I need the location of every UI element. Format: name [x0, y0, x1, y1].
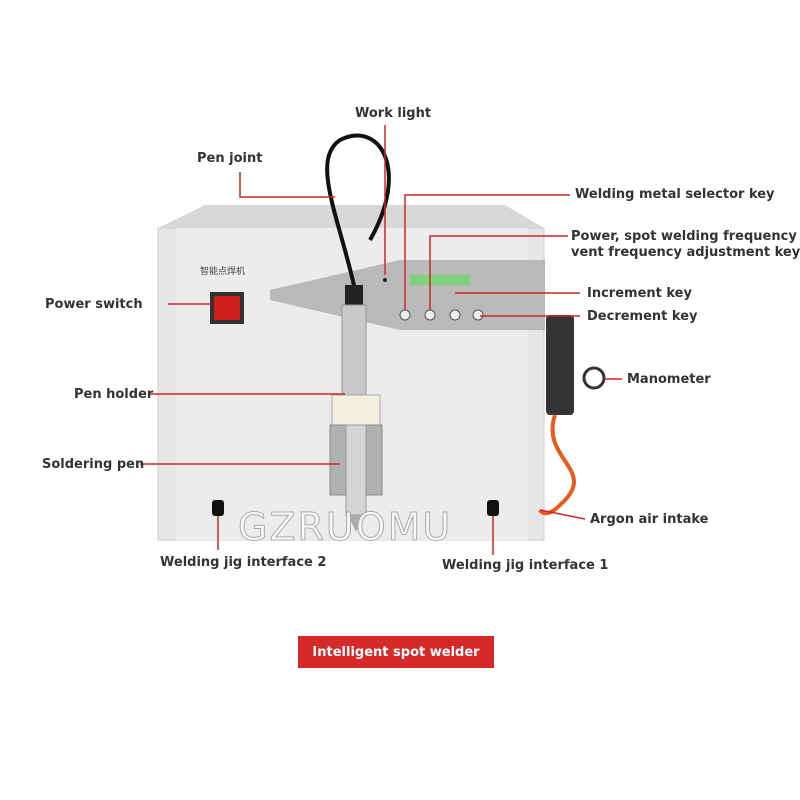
- label-jig1: Welding jig interface 1: [442, 558, 609, 573]
- label-selector-key: Welding metal selector key: [575, 187, 775, 202]
- jig-interface-2: [212, 500, 224, 516]
- jig-interface-1: [487, 500, 499, 516]
- machine-top: [158, 205, 544, 228]
- work-light: [383, 278, 387, 282]
- label-work-light: Work light: [355, 106, 432, 121]
- increment-button: [449, 309, 461, 321]
- label-pen-joint: Pen joint: [197, 151, 263, 166]
- lcd-display: [410, 275, 470, 285]
- label-increment-key: Increment key: [587, 286, 692, 301]
- label-manometer: Manometer: [627, 372, 711, 387]
- label-adjust-key-1: Power, spot welding frequency: [571, 229, 797, 244]
- decrement-button: [472, 309, 484, 321]
- argon-tube: [538, 414, 576, 516]
- caption-badge: Intelligent spot welder: [298, 636, 494, 668]
- label-soldering-pen: Soldering pen: [42, 457, 145, 472]
- label-power-switch: Power switch: [45, 297, 143, 312]
- pen-holder: [331, 394, 381, 426]
- leader-lines: [140, 125, 622, 555]
- selector-button: [399, 309, 411, 321]
- panel-text: 智能点焊机: [200, 267, 246, 277]
- cable: [325, 133, 391, 291]
- soldering-pen: [341, 304, 367, 396]
- label-decrement-key: Decrement key: [587, 309, 698, 324]
- adjust-button: [424, 309, 436, 321]
- label-pen-holder: Pen holder: [74, 387, 154, 402]
- label-adjust-key-2: vent frequency adjustment key: [571, 245, 800, 260]
- regulator: [546, 315, 574, 415]
- label-argon: Argon air intake: [590, 512, 709, 527]
- label-jig2: Welding jig interface 2: [160, 555, 327, 570]
- watermark: GZRUOMU: [237, 505, 453, 550]
- manometer: [582, 366, 606, 390]
